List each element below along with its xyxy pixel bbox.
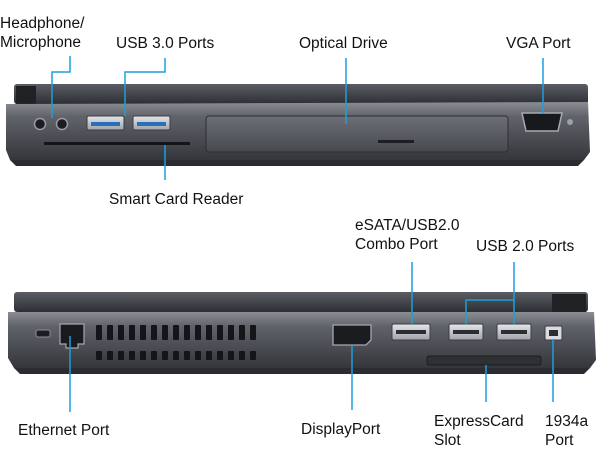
security-lock-slot xyxy=(35,329,51,338)
vent-slot xyxy=(228,351,234,360)
vent-slot xyxy=(228,325,234,340)
bottom-callout-lines xyxy=(69,262,554,412)
expresscard-slot xyxy=(426,355,542,366)
usb3-port-1-tongue xyxy=(91,122,120,126)
vent-slot xyxy=(195,325,201,340)
laptop-lid xyxy=(14,292,588,312)
vent-slot xyxy=(107,325,113,340)
label-line: USB 2.0 Ports xyxy=(476,238,575,255)
label-line: Combo Port xyxy=(355,236,438,253)
headphone-jack xyxy=(33,117,47,131)
vent-slot xyxy=(206,325,212,340)
vent-slot xyxy=(129,351,135,360)
label-line: Microphone xyxy=(0,34,81,51)
vent-slot xyxy=(206,351,212,360)
label-1934a-port: 1934a Port xyxy=(545,412,588,450)
displayport-connector xyxy=(332,324,372,346)
label-displayport: DisplayPort xyxy=(301,420,380,439)
label-expresscard-slot: ExpressCard Slot xyxy=(434,412,524,450)
vent-slot xyxy=(250,351,256,360)
callout-line-headphone xyxy=(51,56,71,118)
label-line: USB 3.0 Ports xyxy=(116,35,215,52)
vga-connector xyxy=(521,112,563,132)
vent-slot xyxy=(239,325,245,340)
laptop-base-bottom xyxy=(10,160,584,166)
vent-slot xyxy=(173,325,179,340)
label-line: DisplayPort xyxy=(301,421,381,438)
label-ethernet-port: Ethernet Port xyxy=(18,421,109,440)
callout-line-usb2 xyxy=(465,262,515,324)
label-line: Ethernet Port xyxy=(18,422,110,439)
optical-drive-bay xyxy=(205,115,509,153)
vent-slot xyxy=(151,325,157,340)
label-headphone-microphone: Headphone/ Microphone xyxy=(0,14,84,52)
label-line: Port xyxy=(545,432,574,449)
vent-slot xyxy=(162,351,168,360)
label-line: Headphone/ xyxy=(0,15,85,32)
vent-slot xyxy=(162,325,168,340)
usb2-port-2-tongue xyxy=(501,330,527,334)
label-line: Slot xyxy=(434,432,461,449)
cooling-vents xyxy=(96,325,256,360)
vent-slot xyxy=(96,351,102,360)
laptop-right-side xyxy=(8,292,596,374)
label-usb-3-ports: USB 3.0 Ports xyxy=(116,34,214,53)
label-smart-card-reader: Smart Card Reader xyxy=(109,190,243,209)
label-usb-2-ports: USB 2.0 Ports xyxy=(476,237,574,256)
label-line: Smart Card Reader xyxy=(109,191,244,208)
label-line: VGA Port xyxy=(506,35,571,52)
vent-slot xyxy=(173,351,179,360)
vent-slot xyxy=(184,325,190,340)
optical-drive-eject xyxy=(378,140,414,143)
vent-slot xyxy=(250,325,256,340)
vent-slot xyxy=(107,351,113,360)
vent-slot xyxy=(140,351,146,360)
label-vga-port: VGA Port xyxy=(506,34,571,53)
microphone-jack xyxy=(55,117,69,131)
label-line: ExpressCard xyxy=(434,413,524,430)
vent-slot xyxy=(129,325,135,340)
vent-slot xyxy=(195,351,201,360)
vent-slot xyxy=(118,351,124,360)
laptop-lid xyxy=(14,84,588,104)
top-callout-lines xyxy=(51,56,544,180)
usb3-port-2-tongue xyxy=(137,122,166,126)
label-line: eSATA/USB2.0 xyxy=(355,217,460,234)
laptop-left-side xyxy=(6,84,590,166)
lid-hinge xyxy=(552,294,586,312)
vent-slot xyxy=(118,325,124,340)
vent-slot xyxy=(151,351,157,360)
vent-slot xyxy=(96,325,102,340)
laptop-base-bottom xyxy=(14,368,590,374)
vent-slot xyxy=(140,325,146,340)
vga-screw xyxy=(567,119,573,125)
label-line: 1934a xyxy=(545,413,589,430)
label-optical-drive: Optical Drive xyxy=(299,34,388,53)
lid-hinge xyxy=(16,86,36,104)
usb2-port-1-tongue xyxy=(453,330,479,334)
smart-card-slot xyxy=(44,142,190,145)
esata-usb-port-tongue xyxy=(396,330,426,334)
callout-line-usb3 xyxy=(124,58,166,116)
vent-slot xyxy=(184,351,190,360)
ethernet-jack xyxy=(59,323,85,349)
label-line: Optical Drive xyxy=(299,35,388,52)
1394a-port-inner xyxy=(549,330,558,336)
label-esata-usb2-combo-port: eSATA/USB2.0 Combo Port xyxy=(355,216,460,254)
vent-slot xyxy=(217,351,223,360)
vent-slot xyxy=(239,351,245,360)
vent-slot xyxy=(217,325,223,340)
